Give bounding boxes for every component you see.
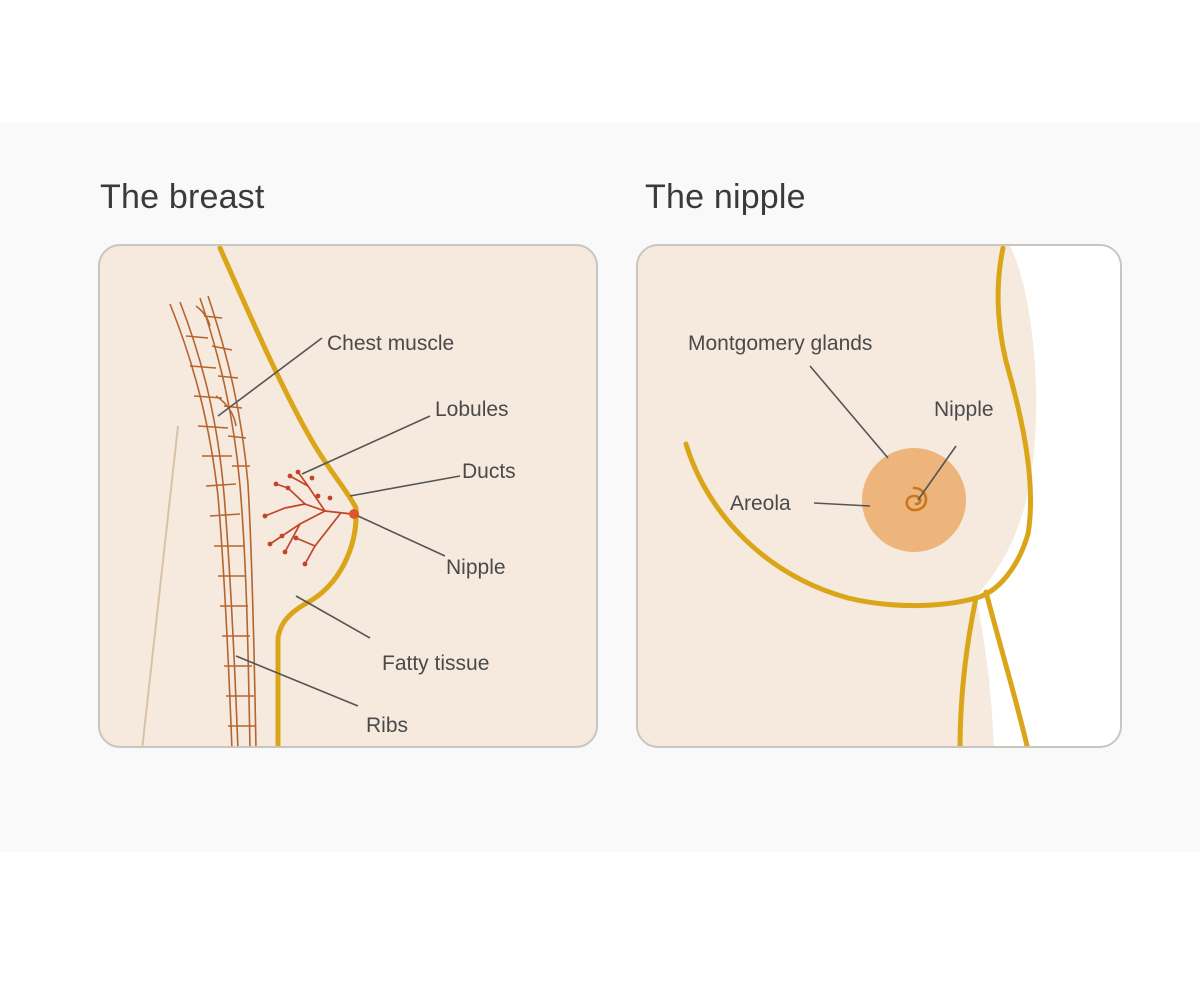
body-surface-line bbox=[141, 425, 179, 746]
fatty-tissue-leader bbox=[295, 595, 371, 639]
ducts-label: Ducts bbox=[462, 460, 516, 483]
nipple-marker bbox=[349, 509, 359, 519]
nipple-label: Nipple bbox=[934, 398, 994, 421]
chest-muscle-label: Chest muscle bbox=[327, 332, 454, 355]
areola-leader bbox=[813, 502, 871, 507]
body-side-outline bbox=[973, 246, 1034, 601]
nipple-panel-title: The nipple bbox=[645, 178, 806, 216]
breast-underside-outline bbox=[683, 441, 979, 609]
arm-outline bbox=[983, 589, 1030, 746]
lower-torso-outline bbox=[957, 595, 979, 746]
body-side-region bbox=[976, 246, 1120, 746]
lobules-leader bbox=[301, 415, 431, 475]
nipple-front-view-diagram: Montgomery glands Nipple Areola bbox=[683, 246, 1120, 746]
fatty-tissue-label: Fatty tissue bbox=[382, 652, 489, 675]
nipple-label: Nipple bbox=[446, 556, 506, 579]
nipple-diagram-panel: Montgomery glands Nipple Areola bbox=[636, 244, 1122, 748]
breast-panel-title: The breast bbox=[100, 178, 265, 216]
nipple-leader bbox=[357, 515, 446, 557]
lobules-illustration bbox=[262, 469, 333, 567]
montgomery-glands-label: Montgomery glands bbox=[688, 332, 872, 355]
ducts-illustration bbox=[264, 471, 353, 565]
nipple-shape bbox=[905, 486, 928, 512]
nipple-leader bbox=[917, 445, 957, 501]
ribs-leader bbox=[235, 655, 359, 707]
montgomery-glands-leader bbox=[809, 365, 889, 459]
areola-shape bbox=[862, 448, 966, 552]
areola-label: Areola bbox=[730, 492, 791, 515]
ribs-illustration bbox=[169, 295, 257, 746]
ribs-label: Ribs bbox=[366, 714, 408, 737]
breast-cross-section-diagram: Chest muscle Lobules Ducts Nipple Fatty … bbox=[141, 246, 516, 746]
lobules-label: Lobules bbox=[435, 398, 509, 421]
chest-muscle-leader bbox=[217, 337, 323, 417]
breast-diagram-panel: Chest muscle Lobules Ducts Nipple Fatty … bbox=[98, 244, 598, 748]
ducts-leader bbox=[349, 475, 461, 497]
breast-outline bbox=[217, 246, 359, 746]
